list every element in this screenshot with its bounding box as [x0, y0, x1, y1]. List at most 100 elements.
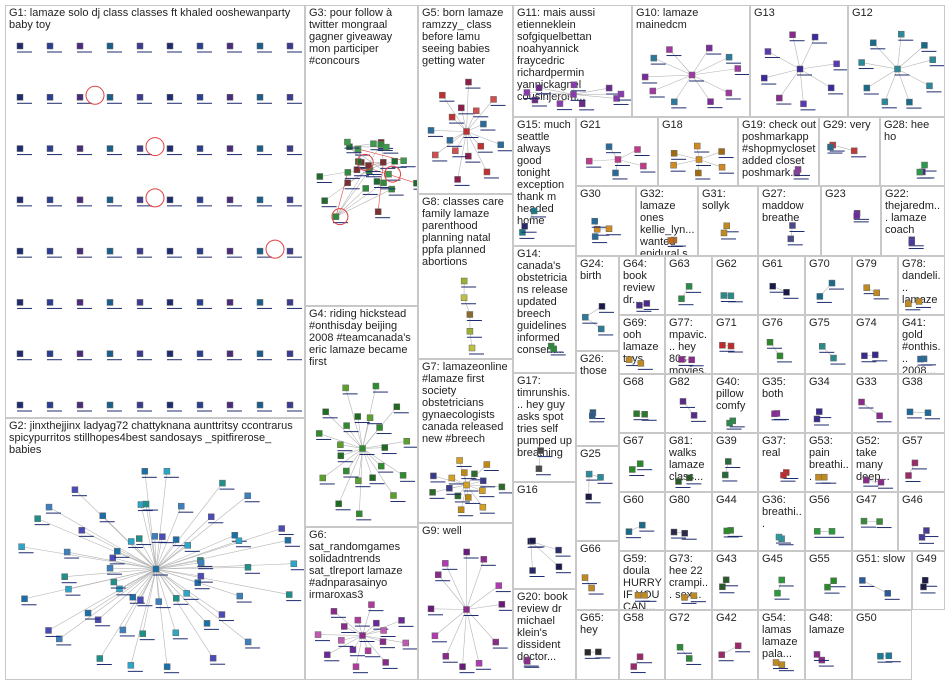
edge: [322, 448, 363, 479]
edge: [74, 489, 157, 570]
node: [278, 525, 294, 536]
edge: [362, 448, 404, 476]
node: [776, 94, 792, 105]
edge: [335, 182, 384, 217]
group-g47: G47: [852, 492, 898, 551]
node: [76, 299, 92, 309]
node: [76, 247, 92, 258]
edge: [832, 144, 855, 152]
node: [861, 352, 877, 363]
node: [286, 42, 302, 53]
edge: [362, 635, 386, 663]
node: [208, 513, 224, 524]
group-label: G35: both: [762, 376, 786, 400]
edge: [362, 448, 373, 478]
group-g9: G9: well: [418, 523, 513, 680]
group-label: G12: [852, 7, 873, 19]
group-g72: G72: [665, 610, 712, 680]
node: [106, 196, 122, 207]
node: [403, 437, 417, 448]
group-g38: G38: [898, 374, 945, 433]
node: [537, 447, 553, 458]
group-network: [429, 457, 512, 517]
group-g52: G52: take many deep...: [852, 433, 898, 492]
group-g68: G68: [619, 374, 665, 433]
node: [693, 142, 710, 153]
group-g21: G21: [576, 117, 658, 186]
self-loop: [384, 165, 402, 183]
edge: [112, 557, 157, 570]
node: [442, 652, 458, 663]
group-label: G53: pain breathi...: [809, 435, 849, 483]
node: [393, 403, 409, 414]
group-network: [535, 447, 553, 476]
self-loop: [331, 208, 349, 226]
node: [630, 663, 646, 674]
group-network: [585, 143, 656, 180]
edge: [155, 534, 235, 570]
node: [585, 493, 601, 504]
group-label: G40: pillow comfy: [716, 376, 746, 412]
group-g40: G40: pillow comfy: [712, 374, 758, 433]
edge: [155, 568, 290, 595]
edge: [132, 568, 157, 598]
node: [163, 663, 180, 674]
node: [166, 299, 182, 309]
edge: [466, 484, 502, 488]
node: [127, 538, 144, 548]
node: [818, 656, 834, 667]
node: [556, 100, 572, 111]
node: [827, 84, 844, 95]
group-label: G39: [716, 435, 737, 447]
node: [811, 33, 828, 44]
node: [718, 651, 734, 662]
edge: [466, 609, 496, 643]
node: [570, 91, 586, 101]
node: [106, 42, 122, 53]
node: [256, 145, 272, 156]
group-g48: G48: lamaze: [805, 610, 852, 680]
node: [670, 161, 686, 172]
node: [196, 145, 212, 156]
node: [226, 247, 242, 258]
node: [18, 543, 34, 554]
edge: [99, 568, 157, 659]
group-g56: G56: [805, 492, 852, 551]
group-network: [908, 236, 924, 250]
edge: [333, 611, 363, 636]
edge: [691, 56, 730, 76]
node: [636, 460, 653, 471]
edge: [799, 36, 816, 70]
node: [778, 661, 794, 672]
node: [859, 577, 875, 587]
node: [45, 627, 61, 637]
group-g1: G1: lamaze solo dj class classes ft khal…: [5, 5, 305, 418]
group-network: [679, 398, 707, 422]
node: [641, 592, 657, 602]
group-g3: G3: pour follow à twitter mongraal gagne…: [305, 5, 418, 306]
node: [166, 401, 182, 412]
edge: [897, 68, 910, 103]
node: [634, 592, 650, 602]
group-g33: G33: [852, 374, 898, 433]
node: [813, 651, 829, 661]
node: [463, 128, 479, 138]
edge: [691, 74, 730, 94]
node: [858, 398, 874, 409]
node: [637, 360, 653, 370]
group-label: G77: mpavic... hey 80s movies...: [669, 317, 707, 374]
node: [379, 638, 395, 649]
group-network: [681, 592, 706, 604]
node: [824, 583, 840, 594]
group-label: G3: pour follow à twitter mongraal gagne…: [309, 7, 393, 67]
edge: [155, 528, 282, 570]
edge: [349, 143, 374, 148]
group-g67: G67: [619, 433, 665, 492]
group-label: G68: [623, 376, 644, 388]
edge: [155, 568, 168, 667]
node: [614, 156, 630, 166]
edge: [362, 635, 384, 642]
group-g64: G64: book review dr...: [619, 256, 665, 315]
node: [136, 401, 152, 412]
edge: [653, 57, 693, 76]
